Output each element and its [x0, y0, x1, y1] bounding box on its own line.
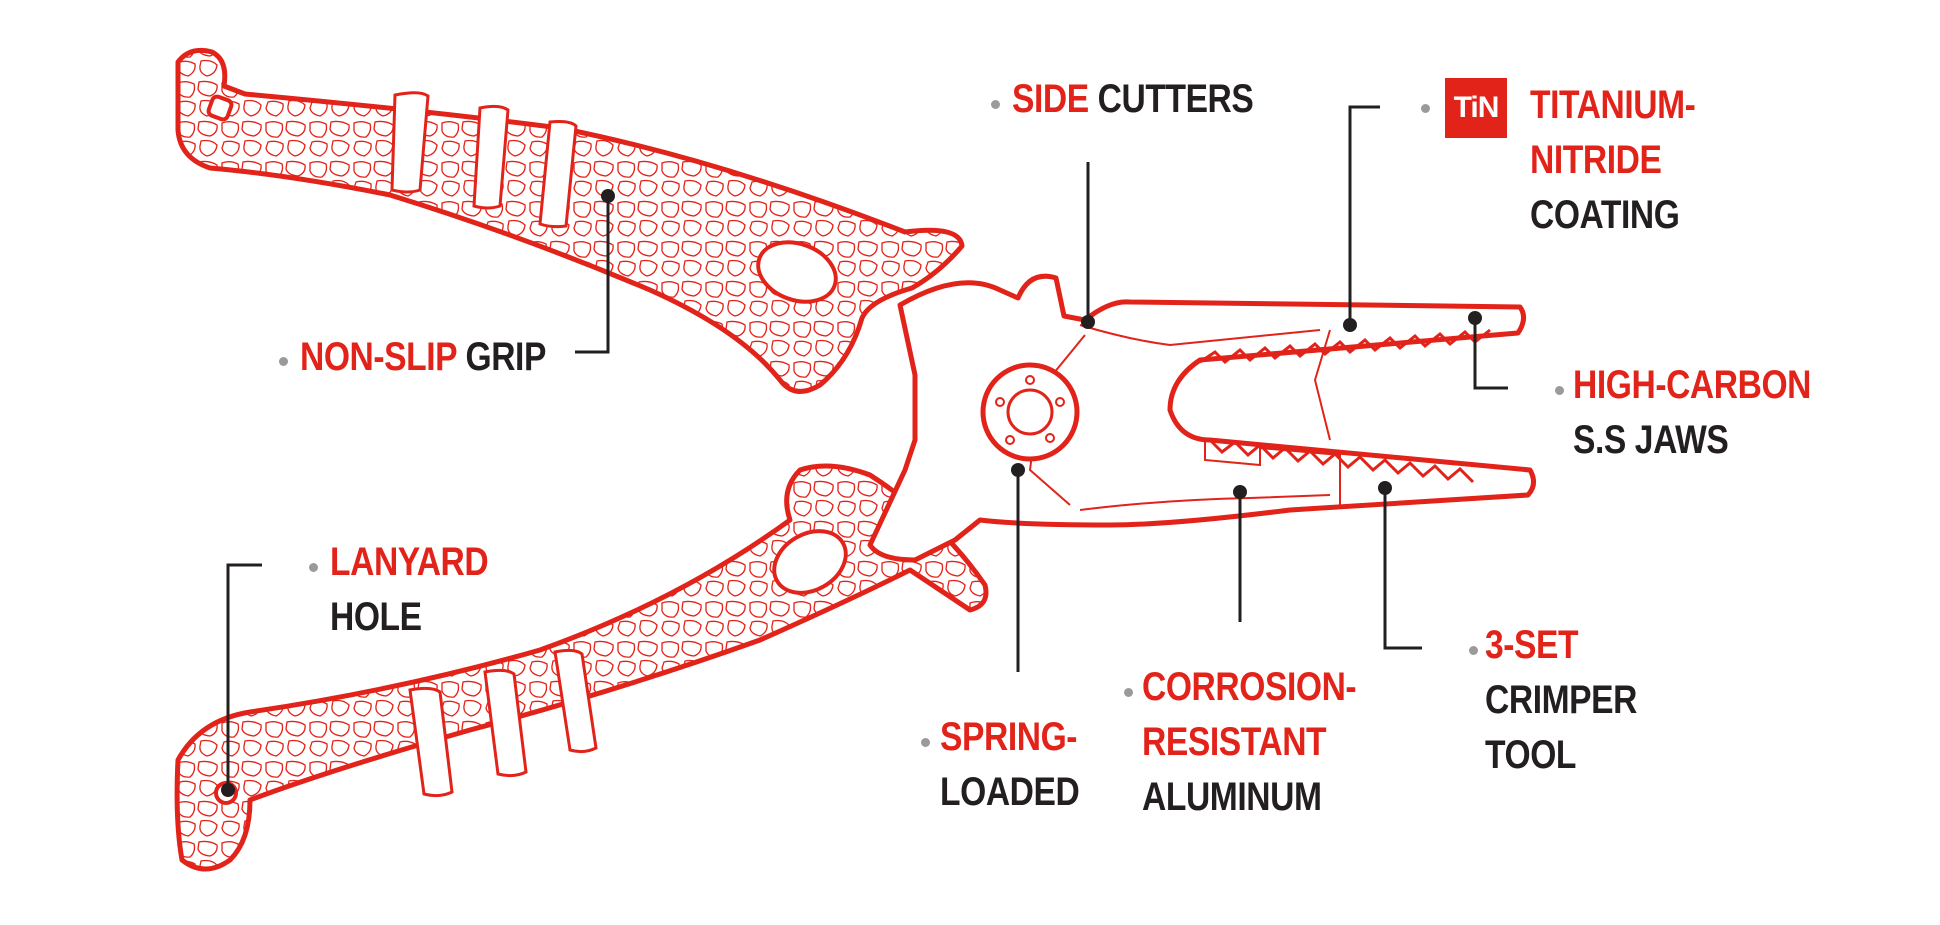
label-spring-dark: LOADED: [940, 770, 1080, 814]
leader-dots: [221, 189, 1482, 797]
label-three-set-line3: TOOL: [1485, 733, 1577, 777]
bullet-lanyard-hole: [309, 563, 318, 572]
label-high-carbon-red: HIGH-CARBON: [1573, 363, 1812, 407]
label-corrosion-line2: RESISTANT: [1142, 720, 1327, 764]
upper-grip-bands: [390, 91, 578, 229]
label-titanium-line3: COATING: [1530, 193, 1680, 237]
label-corrosion-line3: ALUMINUM: [1142, 775, 1322, 819]
label-non-slip-dark: GRIP: [465, 335, 546, 379]
label-side-cutters: SIDE CUTTERS: [1012, 72, 1254, 127]
label-high-carbon-dark: S.S JAWS: [1573, 418, 1729, 462]
label-three-set-red: 3-SET: [1485, 623, 1579, 667]
pliers-head: [867, 273, 1536, 563]
bullet-titanium-nitride: [1421, 104, 1430, 113]
label-lanyard-hole: LANYARD HOLE: [330, 535, 489, 645]
label-side-cutters-dark: CUTTERS: [1097, 77, 1254, 121]
leader-non-slip-grip: [575, 196, 610, 354]
leader-lanyard-hole: [226, 563, 262, 790]
lower-jaw-serration: [1208, 438, 1475, 484]
label-spring-red: SPRING-: [940, 715, 1078, 759]
tin-badge: TiN: [1445, 78, 1507, 138]
label-titanium-nitride: TITANIUM- NITRIDE COATING: [1530, 78, 1696, 243]
label-high-carbon: HIGH-CARBON S.S JAWS: [1573, 358, 1811, 468]
pivot-bolt: [980, 362, 1080, 462]
upper-handle: [175, 47, 965, 394]
bullet-three-set: [1469, 646, 1478, 655]
label-titanium-line2: NITRIDE: [1530, 138, 1662, 182]
label-non-slip-grip: NON-SLIP GRIP: [300, 330, 546, 385]
label-corrosion-line1: CORROSION-: [1142, 665, 1357, 709]
label-titanium-line1: TITANIUM-: [1530, 83, 1696, 127]
label-corrosion: CORROSION- RESISTANT ALUMINUM: [1142, 660, 1357, 825]
label-non-slip-red: NON-SLIP: [300, 335, 457, 379]
upper-handle-opening: [756, 240, 838, 304]
label-three-set: 3-SET CRIMPER TOOL: [1485, 618, 1637, 783]
leader-three-set: [1383, 490, 1422, 650]
bullet-spring-loaded: [921, 738, 930, 747]
label-lanyard-red: LANYARD: [330, 540, 489, 584]
label-side-cutters-red: SIDE: [1012, 77, 1089, 121]
label-spring-loaded: SPRING- LOADED: [940, 710, 1080, 820]
bullet-side-cutters: [991, 100, 1000, 109]
lanyard-hole-top: [206, 94, 234, 122]
bullet-high-carbon: [1555, 386, 1564, 395]
leader-high-carbon: [1473, 318, 1508, 390]
upper-jaw-serration: [1199, 328, 1491, 365]
lower-grip-bands: [408, 648, 598, 798]
bullet-non-slip-grip: [279, 357, 288, 366]
lower-handle-opening: [772, 529, 848, 595]
label-lanyard-dark: HOLE: [330, 595, 422, 639]
leader-titanium-nitride: [1348, 105, 1380, 325]
leader-lines: [226, 105, 1508, 790]
bullet-corrosion: [1124, 688, 1133, 697]
label-three-set-line2: CRIMPER: [1485, 678, 1638, 722]
